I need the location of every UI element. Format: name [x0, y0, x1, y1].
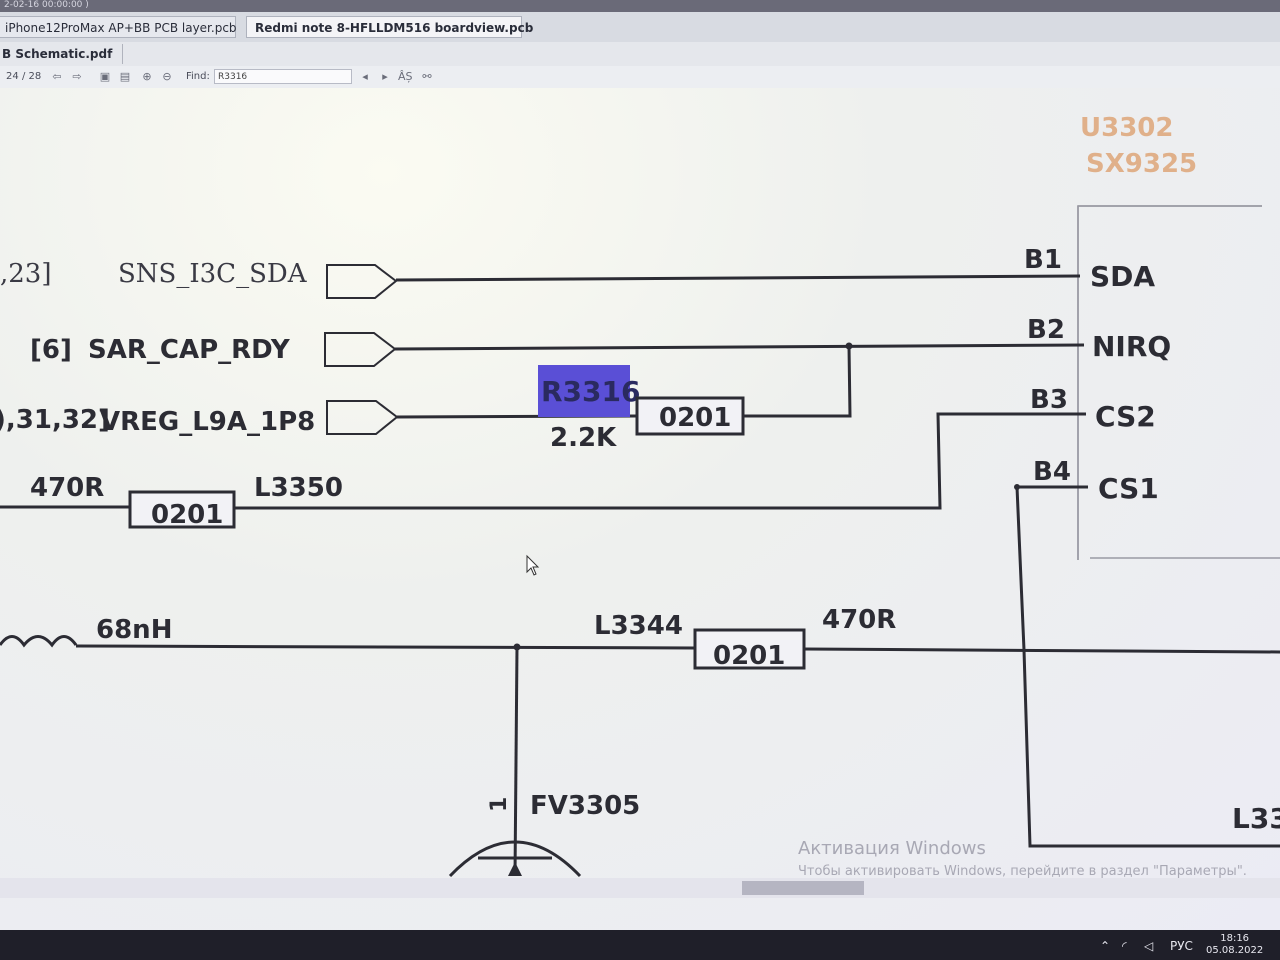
net-sda-sheet-ref: ,23]	[0, 259, 52, 289]
chip-ref: U3302	[1080, 113, 1173, 143]
file-tab-bar: iPhone12ProMax AP+BB PCB layer.pcb Redmi…	[0, 12, 1280, 43]
wire-cs1-down	[1022, 649, 1280, 848]
ball-b2: B2	[1027, 315, 1065, 345]
r3316-value: 2.2K	[550, 423, 617, 453]
schematic-drawing: U3302 SX9325 SDA NIRQ CS2 CS1 B1 B2 B3 B…	[0, 113, 1280, 898]
net-rdy-name: SAR_CAP_RDY	[88, 335, 291, 365]
wire-inductor	[75, 644, 696, 650]
volume-icon[interactable]: ◁	[1144, 939, 1154, 953]
tab-iphone-pcb[interactable]: iPhone12ProMax AP+BB PCB layer.pcb	[0, 16, 237, 38]
find-options-icon[interactable]: ÂȘ	[398, 70, 413, 83]
find-next-icon[interactable]: ▸	[382, 70, 388, 83]
port-sns-i3c-sda[interactable]	[326, 264, 398, 299]
zoom-out-icon[interactable]: ⊖	[162, 70, 172, 83]
pin-name-cs1: CS1	[1098, 472, 1159, 505]
l3350-ref: L3350	[254, 473, 343, 503]
wire-nirq	[394, 343, 1085, 351]
tab-redmi-boardview[interactable]: Redmi note 8-HFLLDM516 boardview.pcb	[246, 16, 533, 38]
l3350-package: 0201	[151, 500, 223, 530]
l3350-value: 470R	[30, 473, 104, 503]
net-vreg-name: VREG_L9A_1P8	[100, 407, 315, 437]
tab-label: iPhone12ProMax AP+BB PCB layer.pcb	[5, 21, 237, 35]
clock-date: 05.08.2022	[1206, 945, 1264, 956]
schematic-canvas: U3302 SX9325 SDA NIRQ CS2 CS1 B1 B2 B3 B…	[0, 88, 1280, 930]
find-previous-icon[interactable]: ◂	[362, 70, 368, 83]
tray-chevron-icon[interactable]: ⌃	[1100, 939, 1111, 953]
wire-r3316-to-nirq	[742, 345, 852, 418]
top-strip-text: 2-02-16 00:00:00 )	[4, 0, 89, 10]
fv3305-arc[interactable]	[448, 840, 582, 878]
pdf-toolbar: 24 / 28 ⇦ ⇨ ▣ ▤ ⊕ ⊖ Find: ◂ ▸ ÂȘ ⚯	[0, 66, 1280, 89]
pin-name-nirq: NIRQ	[1092, 330, 1171, 363]
print-icon[interactable]: ▤	[119, 70, 131, 83]
l3344-body[interactable]	[693, 628, 806, 670]
forward-icon[interactable]: ⇨	[72, 70, 82, 83]
ball-b4: B4	[1033, 457, 1071, 487]
activation-watermark-subtitle: Чтобы активировать Windows, перейдите в …	[798, 864, 1247, 879]
scrollbar-thumb[interactable]	[742, 881, 864, 895]
net-rdy-sheet-ref: [6]	[30, 335, 72, 365]
wire-fv3305	[513, 646, 519, 877]
language-indicator[interactable]: РУС	[1170, 939, 1193, 953]
net-vreg-sheet-ref: ),31,32]	[0, 405, 110, 435]
edge-ref-l33: L33	[1232, 802, 1280, 835]
l3344-value: 470R	[822, 605, 896, 635]
net-sda-name: SNS_I3C_SDA	[118, 259, 308, 289]
wifi-icon[interactable]: ◜	[1122, 939, 1127, 953]
l3344-ref: L3344	[594, 611, 683, 641]
save-icon[interactable]: ▣	[99, 70, 111, 83]
zoom-in-icon[interactable]: ⊕	[142, 70, 152, 83]
l3350-body[interactable]	[128, 490, 236, 529]
page-total: / 28	[22, 71, 42, 82]
pin-name-cs2: CS2	[1095, 400, 1156, 433]
activation-watermark-title: Активация Windows	[798, 838, 986, 859]
fv3305-arrow	[508, 862, 522, 876]
port-vreg-l9a-1p8[interactable]	[326, 400, 399, 435]
ball-b3: B3	[1030, 385, 1068, 415]
tab-label: Redmi note 8-HFLLDM516 boardview.pcb	[255, 21, 534, 35]
document-tab-bar: B Schematic.pdf	[0, 42, 1280, 67]
page-number[interactable]: 24	[6, 71, 19, 82]
ball-b1: B1	[1024, 245, 1062, 275]
wire-sda	[395, 274, 1081, 282]
find-label: Find:	[186, 71, 210, 82]
wire-l3344-right	[803, 647, 1280, 654]
screen: 2-02-16 00:00:00 ) iPhone12ProMax AP+BB …	[0, 0, 1280, 930]
back-icon[interactable]: ⇦	[52, 70, 62, 83]
fv3305-pin-number: 1	[487, 797, 512, 812]
find-input[interactable]	[214, 69, 352, 84]
wire-cs2	[234, 412, 1086, 510]
mouse-cursor-icon	[526, 554, 540, 576]
system-clock[interactable]: 18:16 05.08.2022	[1206, 933, 1263, 957]
r3316-package: 0201	[659, 403, 731, 433]
r3316-ref[interactable]: R3316	[541, 375, 641, 408]
window-top-strip: 2-02-16 00:00:00 )	[0, 0, 1280, 12]
r3316-body[interactable]	[635, 396, 745, 436]
port-sar-cap-rdy[interactable]	[324, 332, 397, 367]
chip-part: SX9325	[1086, 149, 1197, 179]
inductor-symbol[interactable]	[0, 635, 78, 648]
windows-taskbar: ⌃ ◜ ◁ РУС 18:16 05.08.2022	[0, 930, 1280, 960]
pin-name-sda: SDA	[1090, 260, 1155, 293]
horizontal-scrollbar[interactable]	[0, 878, 1280, 898]
l3344-package: 0201	[713, 641, 785, 671]
tab-label: B Schematic.pdf	[2, 47, 113, 61]
inductor-value: 68nH	[96, 615, 172, 645]
fv3305-ref: FV3305	[530, 791, 640, 821]
wire-cs1	[1015, 485, 1088, 651]
tab-schematic-pdf[interactable]: B Schematic.pdf	[0, 44, 124, 64]
clock-time: 18:16	[1220, 933, 1250, 944]
r3316-highlight[interactable]	[538, 365, 630, 417]
binoculars-icon[interactable]: ⚯	[422, 70, 432, 83]
